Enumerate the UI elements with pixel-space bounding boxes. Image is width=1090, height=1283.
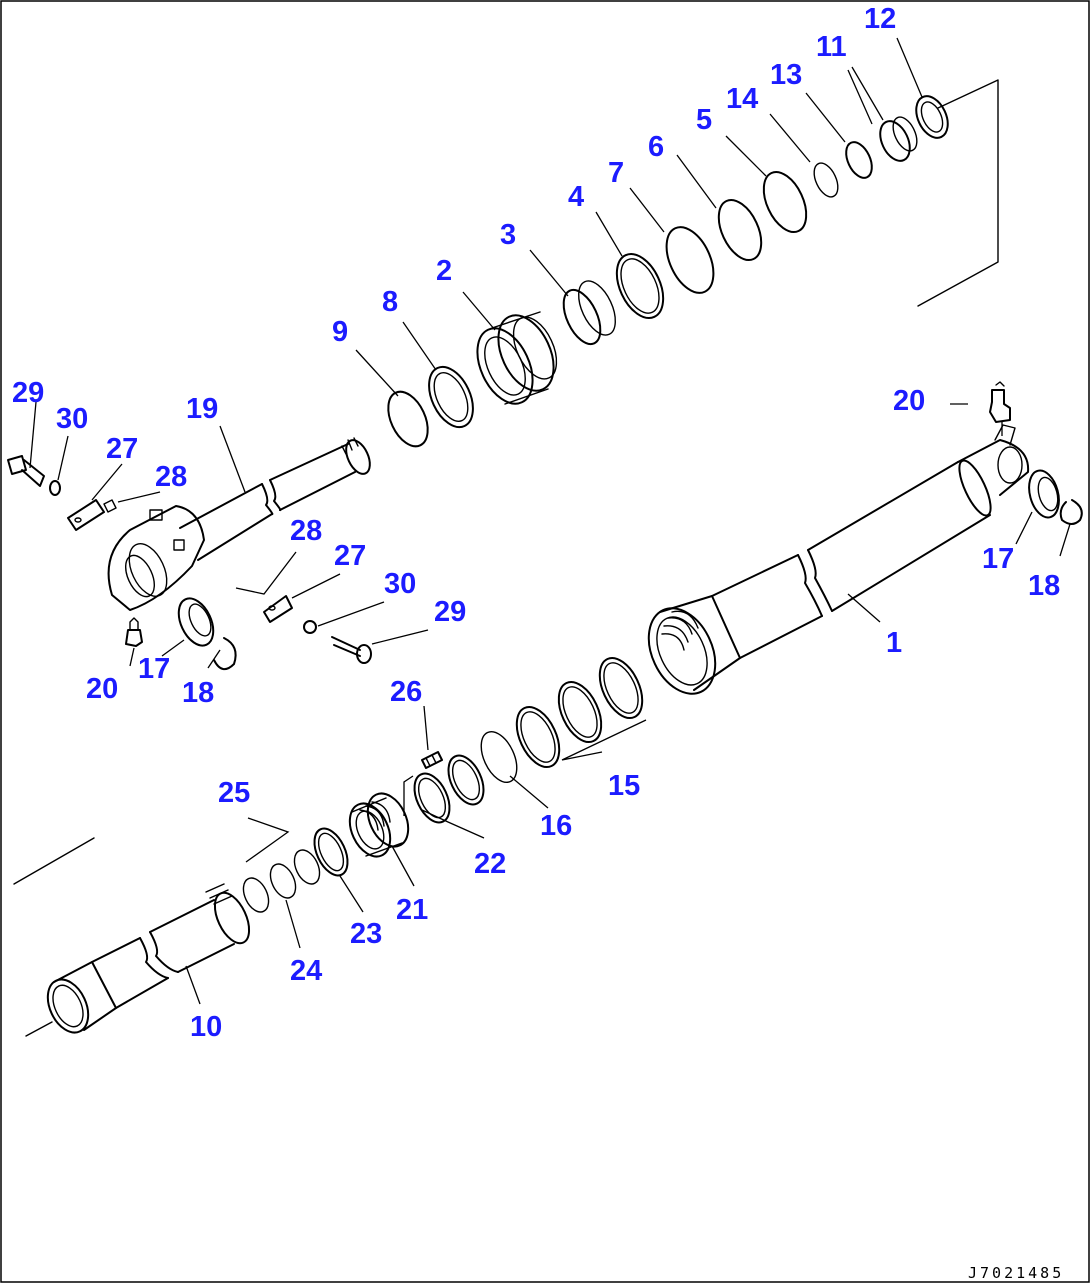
callout-8: 8 bbox=[382, 286, 398, 318]
callout-10: 10 bbox=[190, 1011, 222, 1043]
callout-18-left: 18 bbox=[182, 677, 214, 709]
callout-28-top: 28 bbox=[155, 461, 187, 493]
part-20-grease-fitting bbox=[989, 381, 1011, 423]
callout-11: 11 bbox=[816, 31, 847, 63]
part-13-ring bbox=[845, 141, 873, 179]
callout-26: 26 bbox=[390, 676, 422, 708]
callout-27-bottom: 27 bbox=[334, 540, 366, 572]
callout-29-bottom: 29 bbox=[434, 596, 466, 628]
callout-20-right: 20 bbox=[893, 385, 925, 417]
part-10-cylinder-bottom bbox=[46, 883, 251, 1034]
part-25-ring-a bbox=[293, 849, 321, 885]
part-8-seal bbox=[428, 365, 474, 429]
callout-6: 6 bbox=[648, 131, 664, 163]
callout-30-top: 30 bbox=[56, 403, 88, 435]
callout-16: 16 bbox=[540, 810, 572, 842]
part-29-bolt-bottom bbox=[331, 636, 372, 664]
part-9-snap-ring bbox=[387, 390, 429, 448]
part-25-ring-b bbox=[242, 877, 270, 913]
part-20-grease-fitting-left bbox=[125, 617, 143, 647]
callout-27-top: 27 bbox=[106, 433, 138, 465]
part-14-snap-ring bbox=[813, 162, 839, 198]
part-26-set-screw bbox=[421, 751, 443, 769]
part-18-snap-ring-right bbox=[1059, 499, 1083, 525]
leader-lines bbox=[29, 37, 1071, 1005]
callout-20-left: 20 bbox=[86, 673, 118, 705]
part-21-piston bbox=[348, 792, 410, 858]
part-17-bushing-left bbox=[177, 597, 215, 647]
callout-24: 24 bbox=[290, 955, 322, 987]
part-2-head bbox=[476, 311, 558, 405]
callout-9: 9 bbox=[332, 316, 348, 348]
part-11-bushing bbox=[879, 116, 918, 162]
part-30-washer-bottom bbox=[303, 620, 317, 634]
part-16-ring bbox=[480, 731, 518, 783]
part-5-o-ring bbox=[762, 171, 808, 233]
part-29-bolt-top bbox=[7, 455, 45, 487]
part-6-backup-ring bbox=[717, 199, 763, 261]
part-27-plate-bottom bbox=[263, 595, 293, 623]
part-4-backup-ring bbox=[615, 253, 665, 319]
assembly-break-line-lower bbox=[13, 837, 95, 1037]
part-1-cylinder-tube bbox=[647, 424, 1030, 695]
callout-15: 15 bbox=[608, 770, 640, 802]
part-28-shim-top bbox=[103, 499, 117, 513]
part-12-dust-seal bbox=[915, 95, 949, 139]
part-27-plate-top bbox=[67, 499, 105, 531]
callout-12: 12 bbox=[864, 3, 896, 35]
part-18-snap-ring-left bbox=[213, 637, 237, 671]
part-19-piston-rod bbox=[107, 437, 371, 611]
part-3-bushing bbox=[562, 280, 617, 346]
callout-18-right: 18 bbox=[1028, 570, 1060, 602]
callout-22: 22 bbox=[474, 848, 506, 880]
part-24-ring bbox=[269, 863, 297, 899]
callout-labels: 12 11 13 14 5 6 7 4 3 2 8 9 20 1 17 18 1… bbox=[12, 3, 1060, 1043]
callout-29-top: 29 bbox=[12, 377, 44, 409]
callout-19: 19 bbox=[186, 393, 218, 425]
callout-14: 14 bbox=[726, 83, 758, 115]
part-7-o-ring bbox=[665, 226, 715, 294]
part-15-seals bbox=[515, 657, 644, 768]
callout-7: 7 bbox=[608, 157, 624, 189]
part-23-seal bbox=[313, 827, 349, 877]
assembly-break-line bbox=[917, 79, 999, 307]
callout-5: 5 bbox=[696, 104, 712, 136]
callout-30-bottom: 30 bbox=[384, 568, 416, 600]
callout-17-left: 17 bbox=[138, 653, 170, 685]
part-17-bushing-right bbox=[1028, 469, 1060, 519]
part-30-washer-top bbox=[49, 480, 61, 496]
callout-13: 13 bbox=[770, 59, 802, 91]
callout-25: 25 bbox=[218, 777, 250, 809]
callout-1: 1 bbox=[886, 627, 902, 659]
callout-17-right: 17 bbox=[982, 543, 1014, 575]
callout-21: 21 bbox=[396, 894, 428, 926]
callout-4: 4 bbox=[568, 181, 584, 213]
part-22-rings bbox=[413, 754, 485, 824]
callout-23: 23 bbox=[350, 918, 382, 950]
callout-28-bottom: 28 bbox=[290, 515, 322, 547]
drawing-reference: J7021485 bbox=[968, 1264, 1064, 1282]
callout-2: 2 bbox=[436, 255, 452, 287]
callout-3: 3 bbox=[500, 219, 516, 251]
